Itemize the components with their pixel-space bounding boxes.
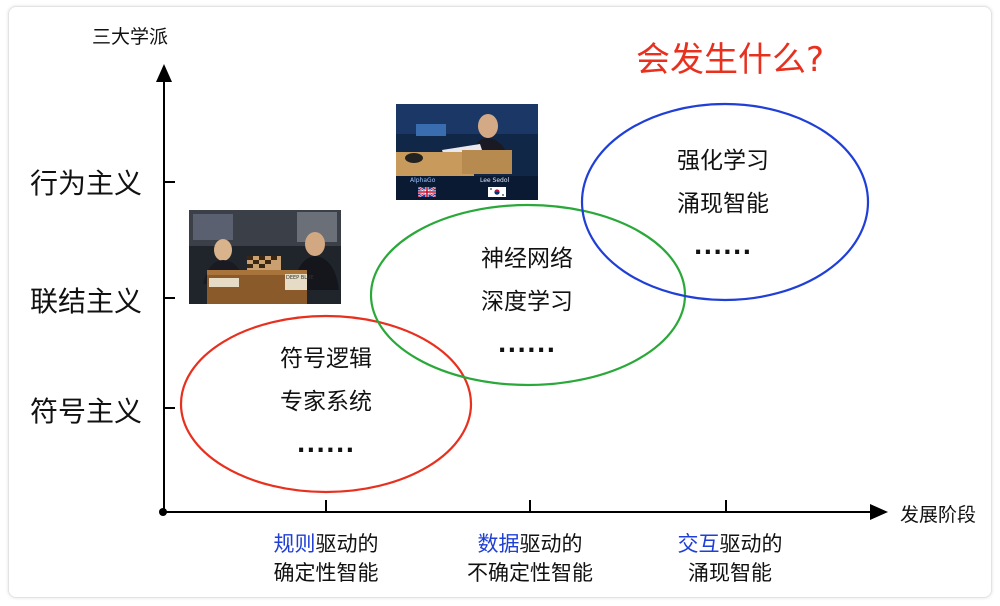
ellipse-reinforcement-text: 强化学习 涌现智能 ...... bbox=[643, 140, 803, 269]
ellipse-reinforcement bbox=[580, 102, 870, 302]
ellipse-reinforcement-line-1: 强化学习 bbox=[677, 148, 769, 174]
ellipse-reinforcement-line-2: 涌现智能 bbox=[677, 191, 769, 217]
x-label-interaction-rest: 驱动的 bbox=[719, 532, 783, 556]
photo-alphago-svg bbox=[396, 104, 538, 200]
ellipse-neural-line-3: ...... bbox=[497, 332, 557, 358]
x-label-interaction: 交互驱动的 涌现智能 bbox=[630, 530, 830, 588]
uk-flag-icon bbox=[418, 187, 436, 197]
headline-question: 会发生什么? bbox=[636, 40, 825, 80]
x-label-data-highlight: 数据 bbox=[477, 532, 520, 556]
ellipse-symbolic-line-2: 专家系统 bbox=[280, 389, 372, 415]
chessboard-icon bbox=[247, 256, 281, 270]
korea-flag-icon bbox=[488, 187, 506, 197]
x-label-data-rest: 驱动的 bbox=[519, 532, 583, 556]
x-label-rules: 规则驱动的 确定性智能 bbox=[226, 530, 426, 588]
photo-deep-blue-match: DEEP BLUE bbox=[189, 210, 341, 304]
ellipse-neural-line-2: 深度学习 bbox=[481, 289, 573, 315]
ellipse-symbolic-line-1: 符号逻辑 bbox=[280, 346, 372, 372]
photo-alphago-left-tag: AlphaGo bbox=[410, 177, 436, 184]
x-label-interaction-line2: 涌现智能 bbox=[688, 561, 772, 585]
x-label-rules-highlight: 规则 bbox=[273, 532, 316, 556]
x-axis-title: 发展阶段 bbox=[900, 504, 977, 526]
x-label-rules-rest: 驱动的 bbox=[315, 532, 379, 556]
y-label-connectionism: 联结主义 bbox=[30, 285, 143, 318]
y-label-symbolism: 符号主义 bbox=[30, 395, 143, 428]
x-label-interaction-highlight: 交互 bbox=[677, 532, 720, 556]
y-axis-title: 三大学派 bbox=[92, 26, 169, 48]
photo-alphago-match: AlphaGo Lee Sedol bbox=[396, 104, 538, 200]
ellipse-neural-text: 神经网络 深度学习 ...... bbox=[447, 238, 607, 367]
ellipse-neural-line-1: 神经网络 bbox=[481, 246, 573, 272]
axis-origin-dot bbox=[159, 508, 167, 516]
photo-deep-blue-caption: DEEP BLUE bbox=[286, 275, 314, 281]
ellipse-symbolic-line-3: ...... bbox=[296, 432, 356, 458]
slide-frame bbox=[8, 6, 992, 598]
photo-alphago-right-tag: Lee Sedol bbox=[480, 177, 510, 184]
x-label-data-line2: 不确定性智能 bbox=[467, 561, 593, 585]
photo-deep-blue-svg bbox=[189, 210, 341, 304]
ellipse-reinforcement-line-3: ...... bbox=[693, 234, 753, 260]
ellipse-symbolic bbox=[179, 314, 473, 494]
x-label-rules-line2: 确定性智能 bbox=[273, 561, 379, 585]
x-label-data: 数据驱动的 不确定性智能 bbox=[430, 530, 630, 588]
y-label-behaviorism: 行为主义 bbox=[30, 167, 143, 200]
ellipse-symbolic-text: 符号逻辑 专家系统 ...... bbox=[246, 338, 406, 467]
